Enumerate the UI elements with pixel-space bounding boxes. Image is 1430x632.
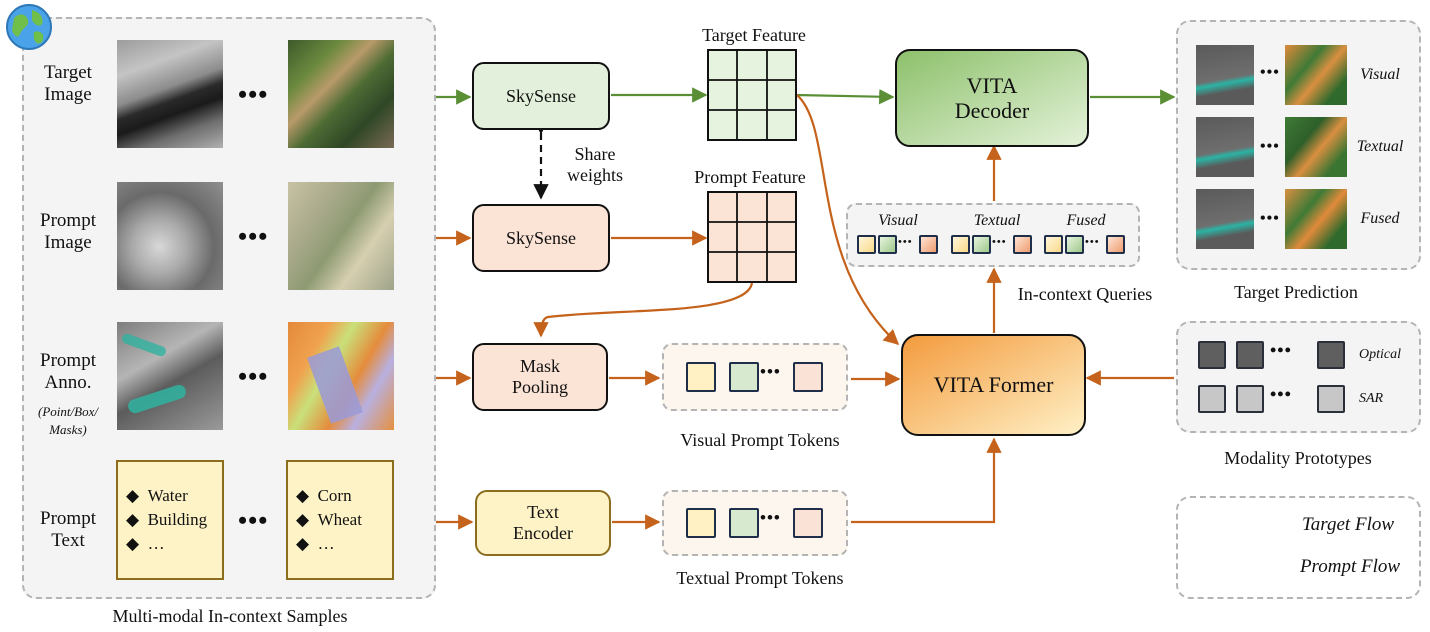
row-label-target-image: Target Image xyxy=(44,62,92,105)
target-image-sar xyxy=(117,40,223,148)
samples-caption: Multi-modal In-context Samples xyxy=(112,606,348,626)
vita-decoder-label: VITA Decoder xyxy=(954,72,1030,123)
optical-prototype-label: Optical xyxy=(1359,347,1401,362)
query-visual-ellipsis: ••• xyxy=(898,236,913,248)
prompt-feature-grid xyxy=(707,191,797,283)
optical-prototype-3 xyxy=(1317,341,1345,369)
row-label-prompt-text: Prompt Text xyxy=(40,508,96,551)
query-visual-token-2 xyxy=(878,235,897,254)
prediction-textual-label: Textual xyxy=(1356,138,1404,155)
arrow-target-feature-to-former xyxy=(796,94,900,346)
prompt-text-card-1: ◆ Water ◆ Building ◆ … xyxy=(116,460,224,580)
query-textual-label: Textual xyxy=(973,212,1021,229)
query-textual-token-2 xyxy=(972,235,991,254)
prompt-image-ellipsis: ••• xyxy=(238,222,269,251)
query-textual-ellipsis: ••• xyxy=(992,236,1007,248)
optical-prototype-2 xyxy=(1236,341,1264,369)
optical-prototype-1 xyxy=(1198,341,1226,369)
query-visual-label: Visual xyxy=(878,212,918,229)
row-label-prompt-anno: Prompt Anno. xyxy=(40,350,96,393)
target-image-optical xyxy=(288,40,394,148)
visual-prompt-tokens-label: Visual Prompt Tokens xyxy=(680,430,840,450)
arrow-textual-tokens-to-former xyxy=(851,437,1002,524)
target-feature-label: Target Feature xyxy=(702,25,806,45)
query-fused-token-2 xyxy=(1065,235,1084,254)
query-textual-token-1 xyxy=(951,235,970,254)
prediction-textual-ellipsis: ••• xyxy=(1260,138,1280,155)
textual-prompt-tokens-label: Textual Prompt Tokens xyxy=(676,568,844,588)
prompt-text-1-item-1: ◆ Water xyxy=(126,486,188,505)
arrow-feature-to-decoder xyxy=(795,89,895,105)
prompt-text-1-item-2: ◆ Building xyxy=(126,509,208,529)
row-label-prompt-image: Prompt Image xyxy=(40,210,96,253)
query-fused-label: Fused xyxy=(1066,212,1106,229)
visual-token-green xyxy=(729,362,759,392)
vita-former-box xyxy=(901,334,1086,436)
prompt-text-2-item-3: ◆ … xyxy=(296,533,335,553)
row-label-anno-types: (Point/Box/ Masks) xyxy=(38,404,98,437)
prediction-visual-ellipsis: ••• xyxy=(1260,64,1280,81)
target-prediction-label: Target Prediction xyxy=(1234,282,1358,302)
modality-prototypes-label: Modality Prototypes xyxy=(1224,448,1372,468)
sar-prototype-ellipsis: ••• xyxy=(1270,384,1292,404)
visual-token-ellipsis: ••• xyxy=(760,362,781,381)
query-fused-token-1 xyxy=(1044,235,1063,254)
optical-prototype-ellipsis: ••• xyxy=(1270,340,1292,360)
sar-prototype-2 xyxy=(1236,385,1264,413)
text-encoder-box: Text Encoder xyxy=(475,490,611,556)
query-fused-token-3 xyxy=(1106,235,1125,254)
legend-panel xyxy=(1176,496,1421,599)
sar-prototype-3 xyxy=(1317,385,1345,413)
prediction-fused-sar xyxy=(1196,189,1254,249)
target-feature-grid xyxy=(707,49,797,141)
query-visual-token-1 xyxy=(857,235,876,254)
prompt-text-card-2: ◆ Corn ◆ Wheat ◆ … xyxy=(286,460,394,580)
prediction-textual-optical xyxy=(1285,117,1347,177)
vita-decoder-box xyxy=(895,49,1089,147)
prompt-text-ellipsis: ••• xyxy=(238,506,269,535)
mask-pooling-box: Mask Pooling xyxy=(472,343,608,411)
prediction-textual-sar xyxy=(1196,117,1254,177)
prompt-anno-sar xyxy=(117,322,223,430)
prompt-anno-optical xyxy=(288,322,394,430)
prediction-fused-label: Fused xyxy=(1360,210,1400,227)
visual-token-yellow xyxy=(686,362,716,392)
prompt-text-2-item-2: ◆ Wheat xyxy=(296,509,362,529)
sar-prototype-label: SAR xyxy=(1358,391,1384,406)
prompt-image-sar xyxy=(117,182,223,290)
prediction-fused-optical xyxy=(1285,189,1347,249)
prompt-text-1-item-3: ◆ … xyxy=(126,533,165,553)
prompt-feature-label: Prompt Feature xyxy=(694,167,806,187)
prediction-visual-sar xyxy=(1196,45,1254,105)
prediction-visual-label: Visual xyxy=(1360,66,1400,83)
textual-token-orange xyxy=(793,508,823,538)
textual-token-yellow xyxy=(686,508,716,538)
target-ellipsis: ••• xyxy=(238,80,269,109)
skysense-target-box: SkySense xyxy=(472,62,610,130)
query-textual-token-3 xyxy=(1013,235,1032,254)
skysense-prompt-box: SkySense xyxy=(472,204,610,272)
textual-token-green xyxy=(729,508,759,538)
prompt-anno-ellipsis: ••• xyxy=(238,362,269,391)
legend-prompt-flow-label: Prompt Flow xyxy=(1299,556,1401,577)
prompt-text-2-item-1: ◆ Corn xyxy=(296,486,352,505)
textual-token-ellipsis: ••• xyxy=(760,508,781,527)
globe-icon xyxy=(4,2,54,52)
query-visual-token-3 xyxy=(919,235,938,254)
vita-former-label: VITA Former xyxy=(933,372,1054,398)
modality-prototypes-panel xyxy=(1176,321,1421,433)
sar-prototype-1 xyxy=(1198,385,1226,413)
prompt-image-optical xyxy=(288,182,394,290)
prediction-visual-optical xyxy=(1285,45,1347,105)
in-context-queries-label: In-context Queries xyxy=(1017,284,1153,304)
share-weights-label: Share weights xyxy=(567,144,623,185)
query-fused-ellipsis: ••• xyxy=(1085,236,1100,248)
arrow-feature-to-mask-pooling xyxy=(533,282,754,338)
legend-target-flow-label: Target Flow xyxy=(1301,514,1395,535)
prediction-fused-ellipsis: ••• xyxy=(1260,210,1280,227)
visual-token-orange xyxy=(793,362,823,392)
